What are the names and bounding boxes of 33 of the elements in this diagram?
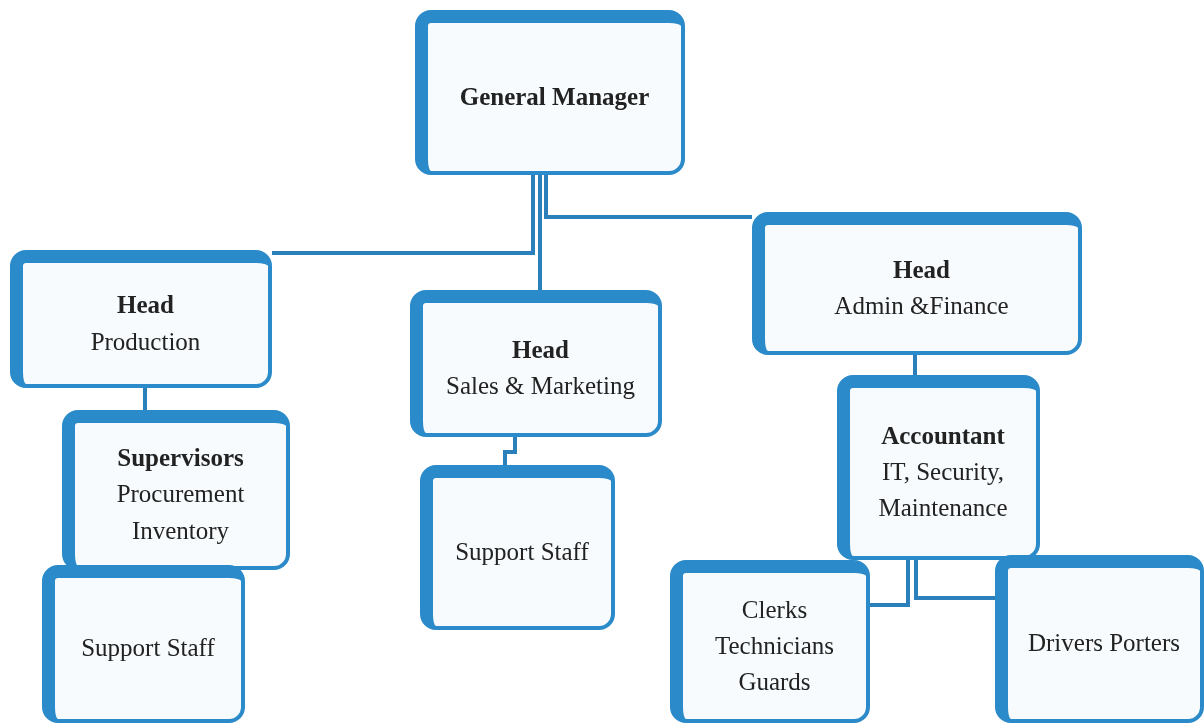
box-text: Clerks Technicians Guards [714, 594, 835, 698]
org-chart-box [420, 465, 615, 630]
org-chart-box [415, 10, 685, 175]
connector-line [913, 355, 917, 375]
connector-line [870, 560, 910, 607]
org-chart-box [837, 375, 1040, 560]
connector-line [538, 175, 542, 290]
box-text: Support Staff [81, 633, 215, 664]
box-text: Drivers Porters [1027, 628, 1181, 659]
role-title: Supervisors [117, 443, 244, 474]
role-title: Head [893, 254, 950, 285]
box-text: Production [90, 326, 201, 357]
org-chart-box [410, 290, 662, 437]
org-chart-box [62, 410, 290, 570]
box-text: IT, Security, Maintenance [877, 456, 1009, 524]
connector-line [544, 175, 752, 219]
connector-line [143, 388, 147, 410]
org-chart-box [10, 250, 272, 388]
connector-line [272, 175, 535, 255]
role-title: Head [512, 334, 569, 365]
role-title: Accountant [881, 420, 1005, 451]
box-text: General Manager [459, 81, 650, 112]
org-chart-box [995, 555, 1204, 723]
org-chart-box [752, 212, 1082, 355]
org-chart-box [670, 560, 870, 723]
connector-line [503, 437, 517, 465]
box-text: Sales & Marketing [446, 371, 635, 401]
box-text: Support Staff [455, 536, 589, 567]
org-chart-box [42, 565, 245, 723]
box-text: Admin &Finance [834, 291, 1009, 321]
role-title: Head [117, 290, 174, 321]
box-text: Procurement Inventory [115, 479, 246, 546]
connector-line [914, 560, 995, 600]
